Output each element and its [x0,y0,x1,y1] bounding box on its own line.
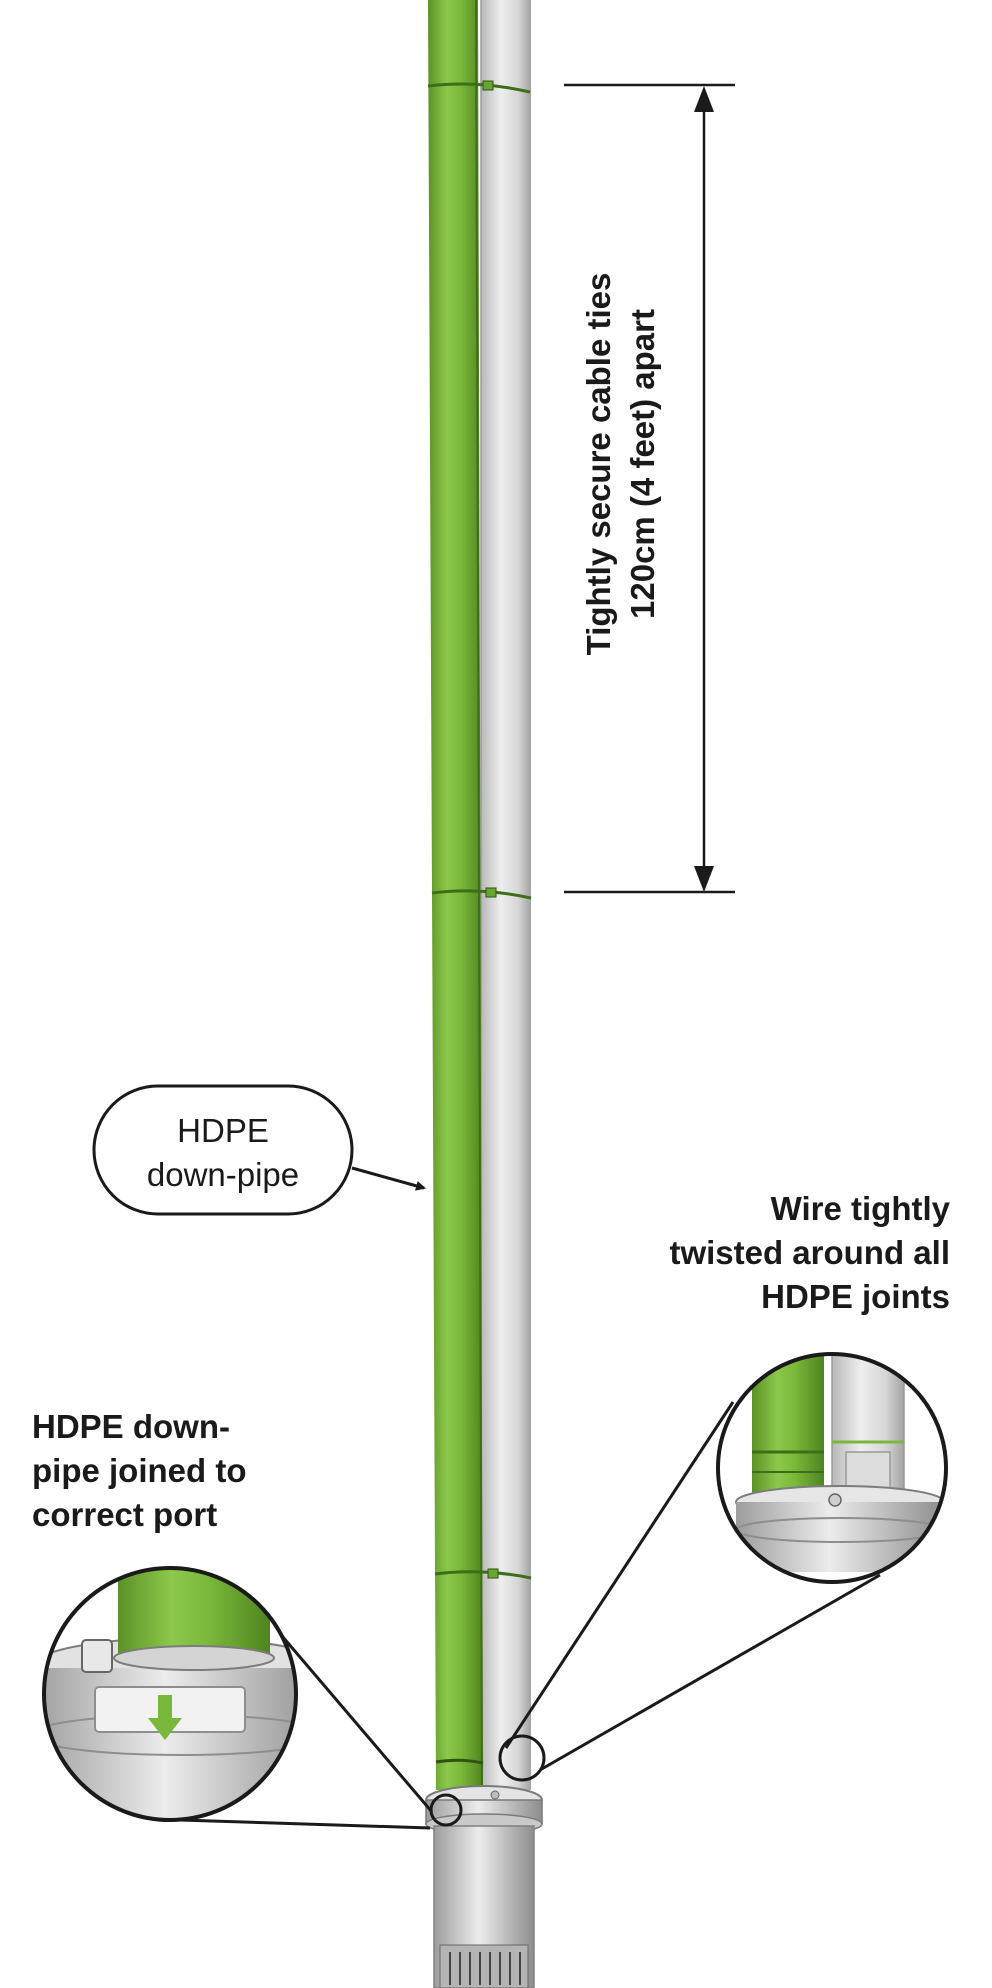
port-label-line3: correct port [32,1496,217,1533]
arrow-down-icon [148,1695,182,1740]
hdpe-pipe-edge [475,0,483,1791]
port-label-line2: pipe joined to [32,1452,246,1489]
magnifier-connectors [179,1401,881,1830]
port-label-line1: HDPE down- [32,1408,230,1445]
cable-tie-top [427,80,531,94]
detail-ring-port [429,1793,463,1827]
joint-magnifier [716,1352,948,1584]
hdpe-bubble-line2: down-pipe [147,1156,299,1193]
spacing-label-line2: 120cm (4 feet) apart [624,309,661,619]
port-magnifier [42,1566,298,1822]
wire-label-line1: Wire tightly [771,1190,951,1227]
cable-tie-bottom [434,1568,532,1580]
wire-label-line2: twisted around all [669,1234,950,1271]
hdpe-bubble-line1: HDPE [177,1112,269,1149]
arrow-right-icon [351,1166,426,1191]
hdpe-down-pipe [428,0,483,1790]
pump-body [433,1825,535,1988]
hdpe-bubble [92,1084,354,1216]
detail-ring-joint [498,1734,546,1782]
cable-tie-middle [431,887,532,900]
dimension-line [564,83,735,894]
wire-label-line3: HDPE joints [761,1278,950,1315]
spacing-label-line1: Tightly secure cable ties [580,273,617,656]
hdpe-joint-collar [435,1758,484,1765]
